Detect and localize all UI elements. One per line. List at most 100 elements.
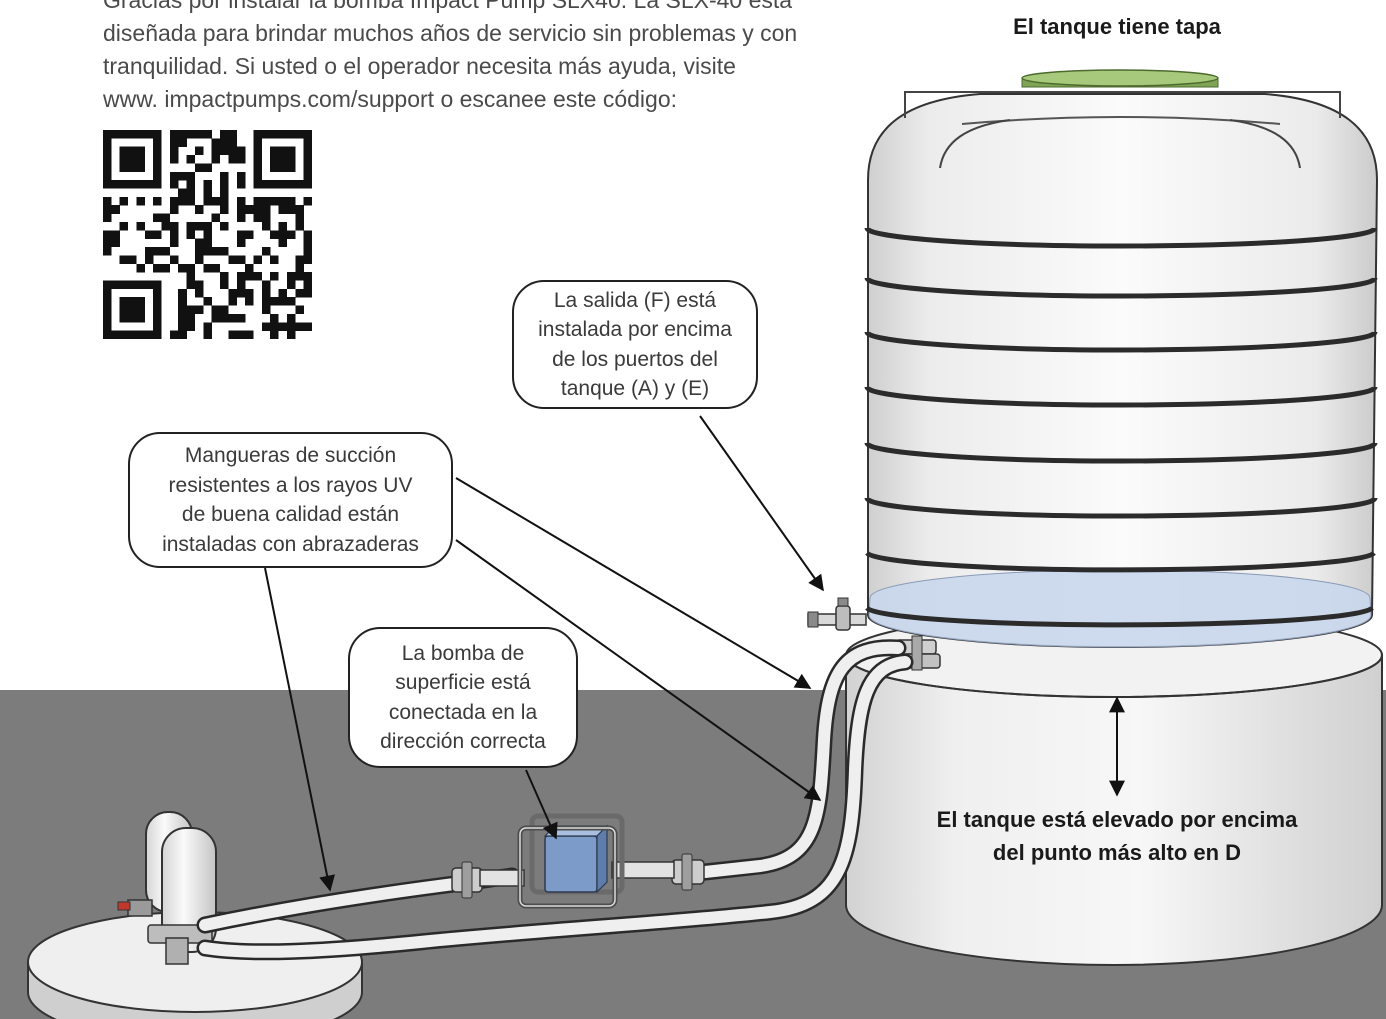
qr-module (186, 322, 196, 331)
qr-module (245, 205, 254, 214)
pump-outlet-pipe (611, 861, 675, 879)
qr-module (295, 221, 304, 231)
qr-module (203, 230, 212, 239)
qr-module (194, 238, 204, 248)
qr-module (136, 263, 145, 273)
qr-module (295, 288, 304, 298)
qr-module (169, 196, 179, 206)
qr-module (136, 297, 145, 306)
pedestal-side (845, 654, 1383, 966)
callout-line: Mangueras de succión (184, 444, 397, 467)
qr-module (194, 221, 204, 231)
callout-line: de los puertos del (552, 347, 718, 371)
qr-module (119, 146, 129, 156)
qr-module (303, 138, 313, 147)
qr-module (253, 272, 263, 281)
qr-module (153, 330, 162, 340)
suction-hoses (196, 639, 914, 961)
qr-module (161, 221, 171, 231)
qr-module (153, 163, 162, 172)
arrow-to-lower-hose (455, 539, 822, 801)
tank-shoulder-ridge-right (1229, 119, 1301, 169)
callout-line: dirección correcta (380, 730, 546, 753)
qr-module (153, 130, 162, 139)
qr-module (236, 288, 246, 298)
qr-module (194, 163, 204, 172)
tank-band (865, 551, 1376, 573)
qr-module (111, 280, 120, 290)
qr-module (178, 138, 187, 147)
qr-module (220, 272, 229, 281)
qr-module (286, 163, 296, 172)
qr-module (295, 305, 304, 315)
pump-body (544, 835, 598, 893)
qr-module (128, 155, 137, 164)
qr-module (261, 213, 271, 223)
qr-module (278, 180, 288, 189)
qr-module (220, 305, 229, 315)
qr-module (194, 255, 204, 264)
qr-module (253, 213, 263, 223)
qr-module (119, 163, 129, 172)
qr-module (128, 163, 137, 172)
qr-module (103, 171, 112, 181)
qr-module (111, 238, 120, 248)
qr-module (153, 230, 162, 239)
qr-module (228, 288, 237, 298)
qr-module (136, 330, 145, 340)
qr-module (169, 130, 179, 139)
qr-module (253, 171, 263, 181)
qr-module (261, 247, 271, 256)
qr-module (186, 272, 196, 281)
qr-module (303, 155, 313, 164)
qr-module (144, 255, 154, 264)
qr-module (103, 205, 112, 214)
qr-module (103, 213, 112, 223)
qr-module (153, 288, 162, 298)
qr-module (194, 247, 204, 256)
qr-module (236, 238, 246, 248)
qr-module (186, 313, 196, 323)
qr-module (103, 280, 112, 290)
qr-module (228, 313, 237, 323)
qr-module (194, 146, 204, 156)
qr-module (278, 130, 288, 139)
qr-module (136, 163, 145, 172)
qr-module (211, 146, 221, 156)
qr-module (286, 205, 296, 214)
qr-module (119, 305, 129, 315)
qr-module (270, 196, 279, 206)
hose-upper (699, 641, 904, 878)
qr-module (270, 146, 279, 156)
pump-inlet-pipe (479, 869, 525, 887)
tank-band (864, 442, 1378, 464)
pointer-arrows (264, 415, 1125, 892)
qr-module (178, 196, 187, 206)
qr-module (278, 238, 288, 248)
qr-module (261, 130, 271, 139)
qr-module (236, 213, 246, 223)
qr-module (303, 238, 313, 248)
qr-module (178, 330, 187, 340)
tank-band (864, 497, 1378, 519)
qr-module (261, 297, 271, 306)
qr-module (278, 196, 288, 206)
qr-module (194, 130, 204, 139)
qr-module (245, 288, 254, 298)
qr-module (194, 280, 204, 290)
qr-module (253, 163, 263, 172)
qr-module (103, 330, 112, 340)
qr-module (220, 221, 229, 231)
qr-module (236, 171, 246, 181)
qr-module (169, 171, 179, 181)
qr-module (136, 221, 145, 231)
qr-module (161, 247, 171, 256)
qr-module (153, 297, 162, 306)
qr-module (303, 322, 313, 331)
qr-module (236, 180, 246, 189)
qr-module (203, 163, 212, 172)
qr-module (103, 288, 112, 298)
outlet-valve (807, 597, 867, 631)
manifold-tee (165, 937, 189, 965)
